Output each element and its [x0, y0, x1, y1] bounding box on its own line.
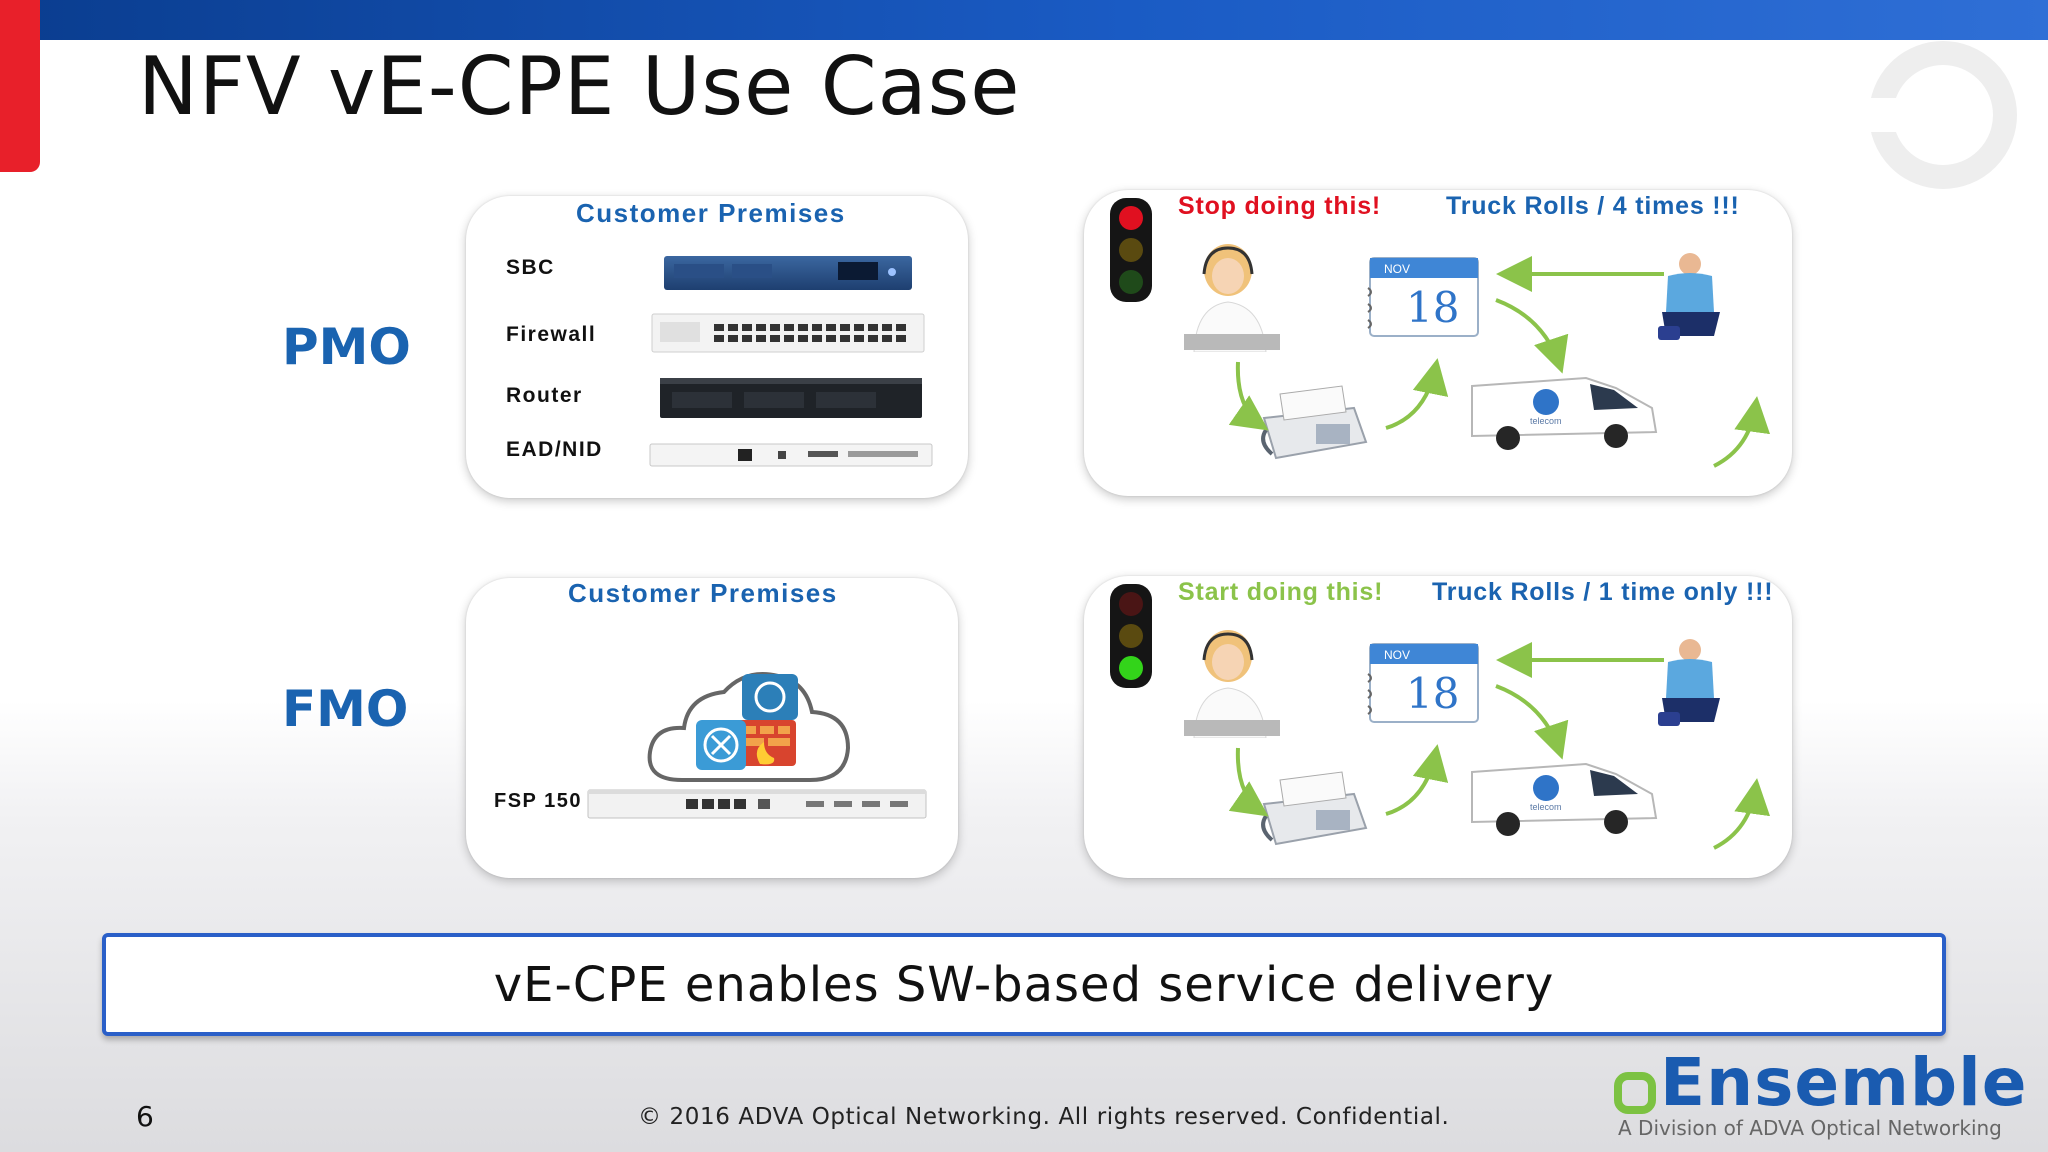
van-brand-label: telecom: [1530, 416, 1562, 426]
router-device-icon: [660, 378, 922, 418]
fmo-annotation-right: Truck Rolls / 1 time only !!!: [1432, 578, 1774, 606]
pmo-flow-arrows: [1228, 256, 1771, 468]
fmo-flow-arrows: [1228, 642, 1771, 850]
brand-tagline: A Division of ADVA Optical Networking: [1618, 1116, 2002, 1140]
fax-machine-icon: [1261, 385, 1368, 460]
cloud-icon: [647, 672, 851, 782]
summary-box: vE-CPE enables SW-based service delivery: [102, 933, 1946, 1036]
pmo-annotation-right: Truck Rolls / 4 times !!!: [1446, 192, 1740, 220]
header-bar: [0, 0, 2048, 40]
technician-icon: [1658, 639, 1720, 726]
router-icon: [742, 674, 798, 720]
brand-name: Ensemble: [1660, 1044, 2028, 1121]
calendar-day-label: 18: [1406, 669, 1459, 718]
technician-icon: [1658, 253, 1720, 340]
fsp150-device-icon: [587, 789, 927, 819]
calendar-icon: NOV 18: [1367, 257, 1479, 337]
traffic-light-icon: [1110, 198, 1152, 302]
pmo-annotation-left: Stop doing this!: [1178, 192, 1382, 220]
calendar-month-label: NOV: [1384, 648, 1410, 662]
pmo-process-card: Stop doing this! Truck Rolls / 4 times !…: [1084, 190, 1792, 496]
device-label-ead-nid: EAD/NID: [506, 438, 603, 461]
ensemble-logo-icon: [1614, 1072, 1656, 1114]
van-brand-label: telecom: [1530, 802, 1562, 812]
fmo-premises-title: Customer Premises: [568, 578, 838, 608]
fmo-process-card: Start doing this! Truck Rolls / 1 time o…: [1084, 576, 1792, 878]
footer-copyright: © 2016 ADVA Optical Networking. All righ…: [638, 1104, 1450, 1130]
pmo-premises-title: Customer Premises: [576, 198, 846, 228]
pmo-label: PMO: [282, 318, 411, 376]
van-icon: telecom: [1471, 762, 1658, 836]
ead-nid-device-icon: [649, 443, 933, 467]
sbc-device-icon: [664, 256, 912, 290]
fax-machine-icon: [1261, 771, 1368, 846]
fmo-premises-card: Customer Premises FSP 150: [466, 578, 958, 878]
device-label-router: Router: [506, 384, 583, 407]
calendar-icon: NOV 18: [1367, 643, 1479, 723]
header-accent: [0, 0, 40, 172]
device-label-firewall: Firewall: [506, 323, 597, 346]
summary-text: vE-CPE enables SW-based service delivery: [493, 956, 1555, 1013]
device-label-sbc: SBC: [506, 256, 555, 279]
traffic-light-icon: [1110, 584, 1152, 688]
firewall-device-icon: [651, 313, 925, 353]
fmo-label: FMO: [282, 680, 409, 738]
call-center-agent-icon: [1184, 630, 1280, 738]
corner-logo-icon: [1858, 41, 2017, 189]
page-number: 6: [136, 1100, 154, 1133]
device-label-fsp150: FSP 150: [494, 790, 582, 812]
slide-title: NFV vE-CPE Use Case: [138, 40, 1021, 133]
ensemble-logo: Ensemble A Division of ADVA Optical Netw…: [1612, 1044, 2027, 1150]
fmo-annotation-left: Start doing this!: [1178, 578, 1384, 606]
calendar-month-label: NOV: [1384, 262, 1410, 276]
van-icon: telecom: [1471, 376, 1658, 450]
pmo-premises-card: Customer Premises SBC Firewall Router EA…: [466, 196, 968, 498]
call-center-agent-icon: [1184, 244, 1280, 352]
calendar-day-label: 18: [1406, 283, 1459, 332]
